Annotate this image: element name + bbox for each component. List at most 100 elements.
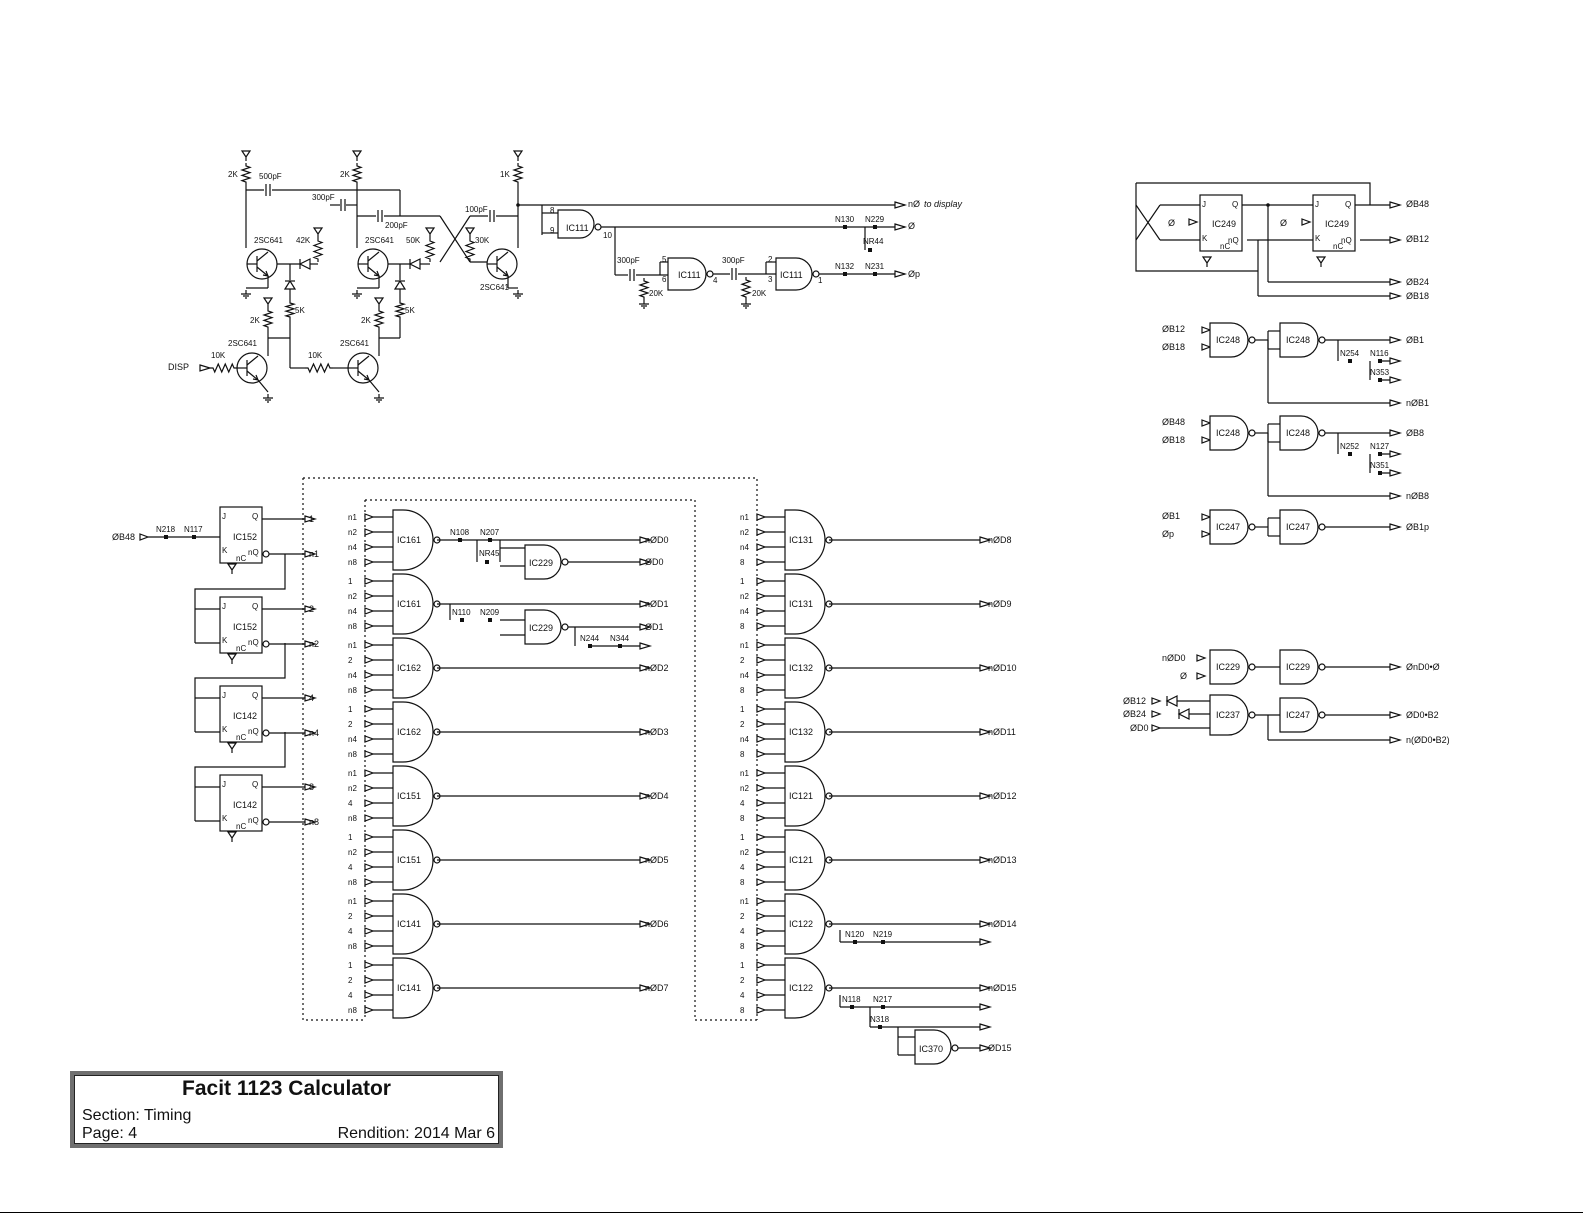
schematic-title: Facit 1123 Calculator [182,1077,391,1100]
input-marker [756,927,767,935]
feedback-cross [1135,204,1161,241]
gate-label: IC248 [1286,428,1310,438]
decoder-input-label: n1 [348,897,357,906]
resistor-label: 2K [340,170,350,179]
counter-output-label: 2 [309,604,314,614]
resistor-2k [373,308,385,330]
gate-label: IC248 [1216,335,1240,345]
decoder-input-label: 4 [740,799,745,808]
diode [1165,695,1178,707]
pin-label: Q [252,512,258,521]
inverter-bubble [262,729,270,737]
signal-label: ØB12 [1162,324,1185,334]
gate-label: IC248 [1216,428,1240,438]
decoder-input-label: 8 [740,750,745,759]
supply-symbol [262,297,274,308]
input-marker [756,991,767,999]
signal-label: ØD0 [1130,723,1149,733]
output-arrow [639,558,653,566]
decoder-gate [392,957,434,1019]
gate-label: IC151 [397,791,421,801]
junction-dot [516,203,520,207]
pin-label: K [222,725,228,734]
decoder-output-arrow [639,536,653,544]
inverter-bubble [951,1044,959,1052]
output-arrow [1389,711,1403,719]
resistor-label: 20K [752,289,767,298]
pin-label: J [1315,200,1319,209]
node-n117: N117 [184,525,203,534]
decoder-output-label: nØD14 [988,919,1017,929]
output-arrow [1389,523,1403,531]
input-marker [364,814,375,822]
counter-flip-flop [219,506,263,564]
supply-symbol [464,227,476,238]
decoder-input-label: n2 [740,592,749,601]
input-marker [756,799,767,807]
input-marker [756,656,767,664]
decoder-output-label: nØD11 [988,727,1016,737]
decoder-input-label: 1 [348,577,353,586]
transistor-q3 [496,251,509,262]
diode [393,279,407,290]
input-marker [364,769,375,777]
gate-label: IC247 [1286,522,1310,532]
nand-gate-ic247 [1279,509,1319,545]
output-arrow [979,1003,993,1011]
page-label: Page: 4 [82,1125,138,1142]
q-output-arrow [304,694,318,702]
decoder-output-label: nØD8 [988,535,1012,545]
pin-label: nC [236,733,246,742]
node-nr44 [868,248,872,252]
flip-flop-label: IC152 [233,622,257,632]
decoder-output-arrow [639,728,653,736]
ground-symbol [352,290,362,299]
transistor-q2 [367,266,380,277]
transistor-label: 2SC641 [480,283,509,292]
supply-symbol [1315,256,1327,267]
capacitor-label: 500pF [259,172,282,181]
decoder-input-label: n8 [348,750,357,759]
node-n130: N130 [835,215,855,224]
decoder-input-label: 2 [740,656,745,665]
node-nr45 [485,560,489,564]
counter-output-label: n8 [309,817,319,827]
node-n218 [164,535,168,539]
gate-label: IC141 [397,983,421,993]
phi-p-output-arrow [894,270,908,278]
gate-label: IC131 [789,599,813,609]
output-arrow [1389,450,1403,458]
inverter-bubble [1318,523,1326,531]
gate-label: IC132 [789,727,813,737]
decoder-input-label: 2 [348,912,353,921]
signal-label: ØB18 [1162,342,1185,352]
input-marker [756,577,767,585]
input-marker [364,592,375,600]
input-marker [756,814,767,822]
signal-label: nØD0 [1162,653,1186,663]
decoder-output-label: nØD0 [645,535,669,545]
resistor-label: 2K [228,170,238,179]
resistor-label: 20K [649,289,664,298]
signal-label: ØB48 [1162,417,1185,427]
decoder-gate [784,893,826,955]
diode [1177,708,1190,720]
decoder-input-label: 2 [740,976,745,985]
input-marker [756,897,767,905]
ground-symbol [639,300,649,309]
pin-label: Q [252,780,258,789]
ground-symbol [263,394,273,403]
input-marker [364,513,375,521]
nand-gate-ic248 [1279,415,1319,451]
decoder-output-arrow [979,984,993,992]
pin-label: 1 [818,276,823,285]
decoder-input-label: 2 [740,720,745,729]
input-marker [1201,343,1212,351]
gate-label: IC132 [789,663,813,673]
input-marker [1201,513,1212,521]
gate-label: IC151 [397,855,421,865]
input-marker [756,942,767,950]
decoder-output-label: nØD15 [988,983,1017,993]
input-marker [1201,419,1212,427]
signal-label: n(ØD0•B2) [1406,735,1450,745]
